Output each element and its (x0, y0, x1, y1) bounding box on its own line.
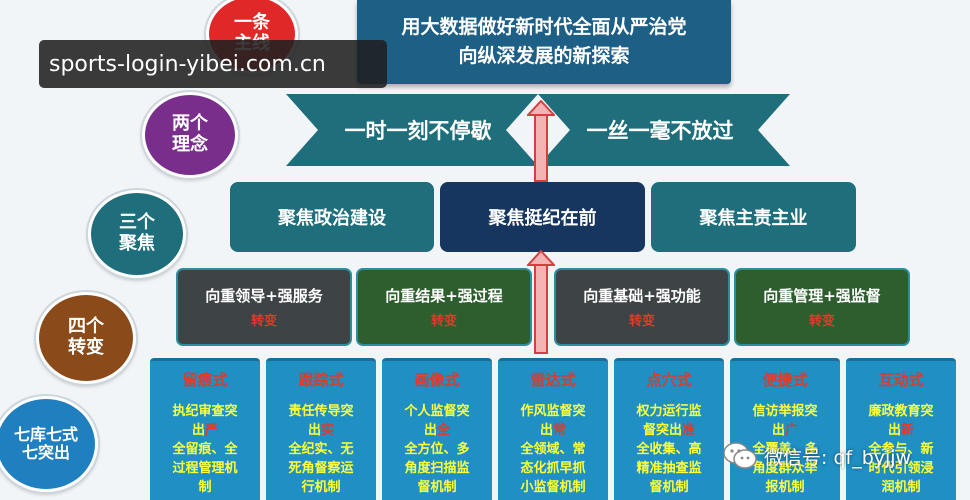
transform-sub-2: 转变 (430, 314, 457, 329)
method-line-3: 全留痕、全 (172, 442, 238, 457)
method-line-1: 责任传导突 (288, 404, 354, 419)
level-3-line-2: 聚焦 (119, 233, 155, 254)
focus-label-3: 聚焦主责主业 (699, 208, 808, 229)
method-line-2: 督突出准 (642, 423, 696, 438)
level-4-line-1: 四个 (68, 316, 104, 338)
level-2-line-1: 两个 (172, 113, 208, 135)
banner-line-2: 向纵深发展的新探索 (458, 45, 630, 67)
method-line-3: 全方位、多 (404, 442, 470, 457)
focus-box-1: 聚焦政治建设 (230, 182, 434, 252)
concept-left: 一时一刻不停歇 (318, 94, 518, 166)
method-column-2: 跟踪式 责任传导突 出实 全纪实、无 死角督察运 行机制 (266, 358, 376, 500)
method-title-4: 雷达式 (530, 371, 576, 389)
method-line-3: 全覆盖、多 (752, 442, 818, 457)
concept-right-shape (538, 94, 790, 166)
method-column-3: 画像式 个人监督突 出全 全方位、多 角度扫描监 督机制 (382, 358, 492, 500)
method-line-4: 死角督察运 (288, 461, 354, 476)
method-line-2: 出严 (191, 423, 219, 438)
method-line-2: 出全 (423, 423, 451, 438)
method-line-1: 权力运行监 (636, 404, 702, 419)
method-title-5: 点穴式 (646, 371, 692, 389)
focus-label-1: 聚焦政治建设 (278, 208, 386, 229)
transform-sub-1: 转变 (250, 314, 277, 329)
method-line-5: 报机制 (765, 480, 805, 495)
wechat-label: 微信号: qf_byjjw (764, 446, 912, 469)
focus-box-3: 聚焦主责主业 (651, 182, 856, 252)
focus-box-2: 聚焦挺纪在前 (440, 182, 645, 252)
method-column-7: 互动式 廉政教育突 出新 全参与、新 时代引领浸 润机制 (846, 358, 956, 500)
method-line-5: 督机制 (417, 480, 457, 495)
method-title-7: 互动式 (878, 371, 924, 389)
level-5-line-1: 七库七式 (13, 424, 78, 444)
level-circle-3: 三个 聚焦 (88, 190, 186, 278)
level-5-line-2: 七突出 (21, 443, 70, 462)
upward-arrow-lower (534, 262, 548, 354)
method-title-1: 留痕式 (182, 371, 228, 389)
level-3-line-1: 三个 (119, 212, 155, 234)
method-column-5: 点穴式 权力运行监 督突出准 全收集、高 精准抽查监 督机制 (614, 358, 724, 500)
method-line-2: 出广 (771, 423, 799, 438)
transform-sub-4: 转变 (808, 314, 835, 329)
method-title-2: 跟踪式 (298, 371, 344, 389)
method-line-3: 全参与、新 (868, 442, 934, 457)
method-line-1: 作风监督突 (520, 404, 586, 419)
method-line-3: 全收集、高 (636, 442, 702, 457)
method-line-2: 出实 (307, 423, 335, 438)
wechat-icon (723, 442, 757, 469)
level-4-line-2: 转变 (68, 337, 104, 358)
transform-sub-3: 转变 (628, 314, 655, 329)
upward-arrow-lower-head (527, 250, 555, 266)
method-title-3: 画像式 (414, 371, 460, 389)
wechat-watermark: 微信号: qf_byjjw (722, 436, 962, 476)
method-line-5: 制 (198, 480, 212, 495)
concept-right: 一丝一毫不放过 (560, 94, 760, 166)
method-title-6: 便捷式 (762, 371, 808, 389)
upward-arrow-upper (534, 114, 548, 182)
method-line-2: 出新 (887, 423, 915, 438)
method-line-4: 角度群众举 (752, 461, 818, 476)
method-line-1: 个人监督突 (404, 404, 470, 419)
top-banner: 用大数据做好新时代全面从严治党 向纵深发展的新探索 (357, 0, 731, 84)
level-circle-5: 七库七式 七突出 (0, 396, 98, 492)
method-line-4: 精准抽查监 (636, 461, 702, 476)
level-2-line-2: 理念 (172, 134, 208, 155)
focus-label-2: 聚焦挺纪在前 (488, 208, 597, 229)
concept-left-label: 一时一刻不停歇 (344, 119, 492, 143)
method-line-4: 角度扫描监 (404, 461, 470, 476)
transform-box-3: 向重基础+强功能 转变 (554, 268, 730, 346)
method-column-1: 留痕式 执纪审查突 出严 全留痕、全 过程管理机 制 (150, 358, 260, 500)
transform-box-1: 向重领导+强服务 转变 (176, 268, 352, 346)
url-overlay: sports-login-yibei.com.cn (39, 40, 387, 88)
method-line-2: 出常 (539, 423, 567, 438)
method-line-1: 执纪审查突 (172, 404, 238, 419)
concept-right-label: 一丝一毫不放过 (586, 119, 734, 143)
method-line-1: 廉政教育突 (868, 404, 934, 419)
transform-box-2: 向重结果+强过程 转变 (356, 268, 532, 346)
method-line-4: 时代引领浸 (868, 461, 934, 476)
transform-box-4: 向重管理+强监督 转变 (734, 268, 910, 346)
method-line-4: 过程管理机 (172, 461, 238, 476)
transform-title-3: 向重基础+强功能 (583, 287, 701, 305)
banner-line-1: 用大数据做好新时代全面从严治党 (401, 16, 687, 38)
method-column-6: 便捷式 信访举报突 出广 全覆盖、多 角度群众举 报机制 (730, 358, 840, 500)
method-line-5: 督机制 (649, 480, 689, 495)
concept-left-shape (286, 94, 538, 166)
transform-title-1: 向重领导+强服务 (205, 287, 323, 305)
method-line-4: 态化抓早抓 (520, 461, 586, 476)
method-line-5: 小监督机制 (520, 480, 586, 495)
url-overlay-text: sports-login-yibei.com.cn (49, 51, 326, 77)
method-column-4: 雷达式 作风监督突 出常 全领域、常 态化抓早抓 小监督机制 (498, 358, 608, 500)
method-line-1: 信访举报突 (752, 404, 818, 419)
level-1-line-1: 一条 (234, 12, 270, 34)
upward-arrow-upper-head (527, 100, 555, 116)
method-line-5: 润机制 (881, 480, 921, 495)
level-circle-4: 四个 转变 (36, 292, 136, 384)
method-line-3: 全领域、常 (520, 442, 586, 457)
transform-title-2: 向重结果+强过程 (385, 287, 503, 305)
method-line-3: 全纪实、无 (288, 442, 354, 457)
transform-title-4: 向重管理+强监督 (763, 287, 881, 305)
method-line-5: 行机制 (301, 480, 341, 495)
level-circle-2: 两个 理念 (142, 92, 238, 178)
